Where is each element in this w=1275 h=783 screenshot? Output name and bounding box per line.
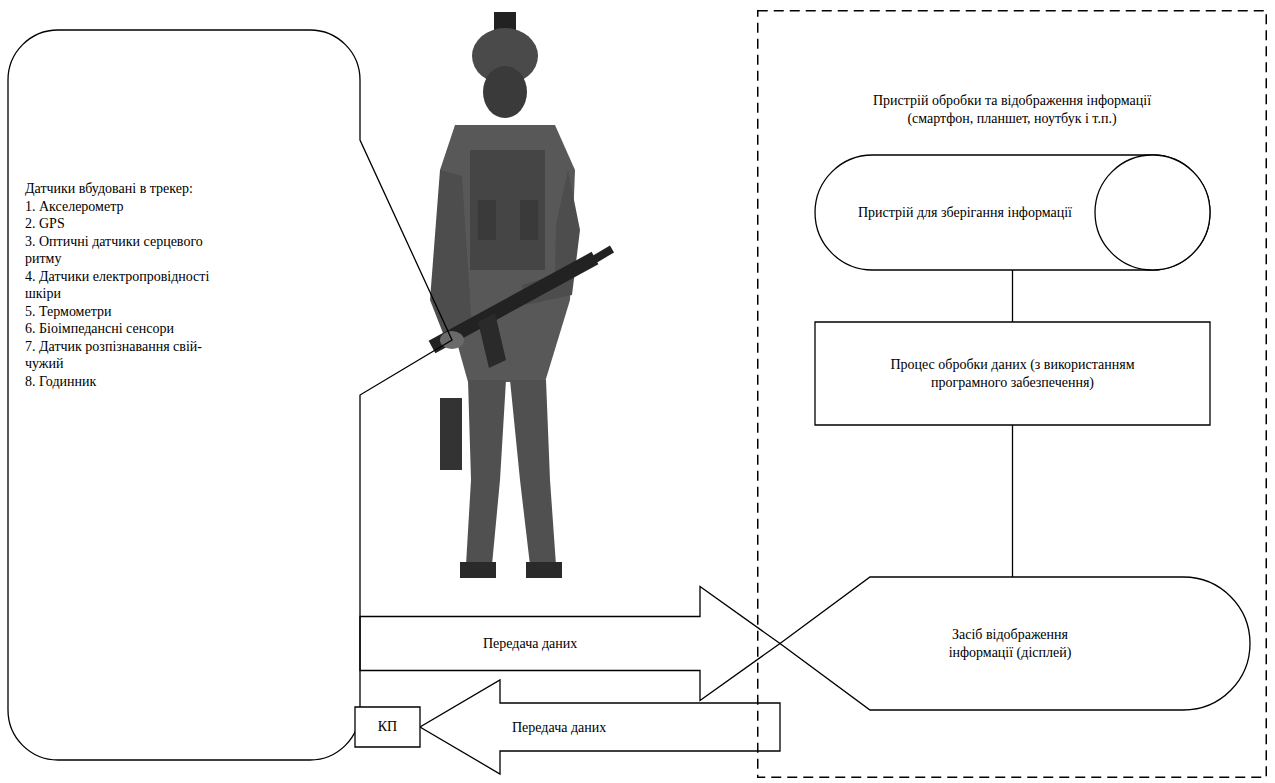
storage-cylinder: Пристрій для зберігання інформації <box>815 155 1210 270</box>
node-outline <box>8 30 360 760</box>
display-shape: Засіб відображення інформації (дісплей) <box>780 577 1250 710</box>
soldier-figure <box>430 12 612 578</box>
vest <box>470 150 545 270</box>
node-text: 7. Датчик розпізнавання свій-чужий <box>25 338 225 373</box>
node-heading: Датчики вбудовані в трекер: <box>25 180 225 198</box>
node-text: 2. GPS <box>25 215 225 233</box>
vest-pouch <box>478 200 496 240</box>
text-group: Пристрій для зберігання інформації <box>835 204 1095 222</box>
text-area: Пристрій для зберігання інформації <box>835 155 1095 270</box>
edge-label: Передача даних <box>480 635 580 652</box>
text-group: Процес обробки даних (з використанням пр… <box>835 356 1190 391</box>
left-arm <box>430 170 472 346</box>
text-area: Пристрій обробки та відображення інформа… <box>847 92 1177 128</box>
node-text: 4. Датчики електропровідності шкіри <box>25 268 225 303</box>
cyl-outline <box>815 155 1210 270</box>
text-area: Датчики вбудовані в трекер:1. Акселероме… <box>25 180 225 390</box>
node-text: 3. Оптичні датчики серцевого ритму <box>25 233 225 268</box>
connector-line <box>1012 270 1013 322</box>
node-heading: КП <box>355 718 420 736</box>
node-heading: Засіб відображення інформації (дісплей) <box>920 626 1100 661</box>
node-heading: Пристрій обробки та відображення інформа… <box>847 92 1177 128</box>
text-area: Процес обробки даних (з використанням пр… <box>835 322 1190 425</box>
text-area: Засіб відображення інформації (дісплей) <box>920 577 1100 710</box>
connector-line <box>1012 425 1013 577</box>
rect-outline <box>815 322 1210 425</box>
rect-outline <box>355 707 420 747</box>
block-arrow <box>360 587 780 701</box>
node-text: 8. Годинник <box>25 373 225 391</box>
text-group: Датчики вбудовані в трекер:1. Акселероме… <box>25 180 225 390</box>
right-leg <box>510 380 556 565</box>
boot <box>526 562 562 578</box>
node-outline <box>780 577 1250 710</box>
cylinder-end <box>1095 155 1210 270</box>
block-arrow <box>420 680 780 774</box>
process-box: Процес обробки даних (з використанням пр… <box>815 322 1210 425</box>
bubble-outline <box>8 30 452 760</box>
vest-pouch <box>520 200 538 240</box>
node-heading: Пристрій для зберігання інформації <box>835 204 1095 222</box>
left-leg <box>466 380 506 565</box>
text-area: КП <box>355 707 420 747</box>
device-region: Пристрій обробки та відображення інформа… <box>757 10 1267 778</box>
command-post-box: КП <box>355 707 420 747</box>
node-heading: Процес обробки даних (з використанням пр… <box>835 356 1190 391</box>
edge-label: Передача даних <box>509 719 609 736</box>
boot <box>460 562 496 578</box>
text-group: Засіб відображення інформації (дісплей) <box>920 626 1100 661</box>
rifle-suppressor <box>590 249 612 262</box>
sensor-callout-bubble: Датчики вбудовані в трекер:1. Акселероме… <box>8 30 360 760</box>
rifle-magazine <box>478 313 506 368</box>
text-group: КП <box>355 718 420 736</box>
head <box>483 66 527 118</box>
node-text: 6. Біоімпедансні сенсори <box>25 320 225 338</box>
dashed-border <box>758 11 1267 778</box>
text-group: Пристрій обробки та відображення інформа… <box>847 92 1177 128</box>
node-outline <box>815 322 1210 425</box>
holster <box>440 398 462 470</box>
node-text: 5. Термометри <box>25 303 225 321</box>
display-outline <box>780 577 1250 710</box>
node-text: 1. Акселерометр <box>25 198 225 216</box>
